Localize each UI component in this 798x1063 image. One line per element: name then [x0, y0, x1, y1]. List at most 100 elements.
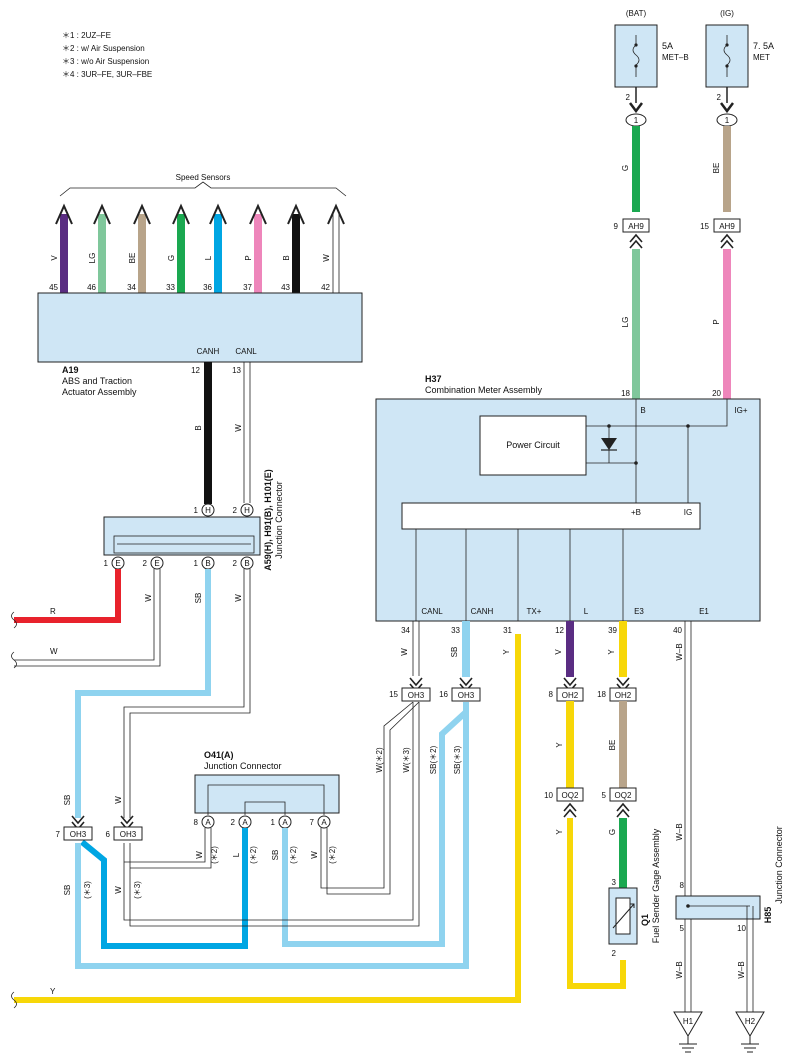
wire-p-ig — [723, 249, 731, 399]
h85-pin-bl: 5 — [680, 924, 685, 933]
fuse-ig-source: (IG) — [720, 9, 734, 18]
oh3-mid-15: 15 OH3 — [389, 677, 431, 702]
a59-top-pin-2: 2 — [233, 506, 238, 515]
h85-box — [675, 895, 761, 920]
q1-variable-icon — [612, 903, 635, 929]
ground-h1-label: H1 — [683, 1017, 694, 1026]
a59-inner — [113, 535, 255, 554]
a59-term-3: B — [205, 559, 210, 568]
o41-term-3: A — [282, 818, 288, 827]
ah9-right-box — [713, 218, 741, 233]
fuse-bat-wire: G — [621, 165, 630, 171]
h37-terminal-pin-2: 31 — [503, 626, 512, 635]
a59-term-1: E — [115, 559, 120, 568]
oq2-5-below-code: G — [608, 829, 617, 835]
a19-name-1: ABS and Traction — [62, 376, 132, 386]
h37-terminal-label-4: E3 — [634, 607, 644, 616]
wire-yellow-tx — [14, 634, 521, 1003]
h37-pin-ig: 20 — [712, 389, 721, 398]
oh3-left-6-pin: 6 — [106, 830, 111, 839]
sensor-arrow-icon-4 — [209, 203, 227, 225]
wire-w-left-b — [14, 569, 161, 667]
fuse-bat-rating: 5A — [662, 41, 673, 51]
oh3-left-6-name: OH3 — [120, 830, 137, 839]
h85-top-wire-code: W–B — [675, 823, 684, 840]
fuse-bat-pin: 2 — [626, 93, 631, 102]
sensor-wire-1 — [98, 214, 106, 293]
o41-term-1: A — [205, 818, 211, 827]
a19-id: A19 — [62, 365, 79, 375]
sensor-arrow-icon-2 — [133, 203, 151, 225]
wire-g-bat — [632, 126, 640, 212]
h37-terminal-wire-2: Y — [502, 649, 511, 655]
fuse-ig-wire: BE — [712, 163, 721, 174]
left-label-w: W — [50, 647, 58, 656]
o41-wire-1: W — [195, 851, 204, 859]
o41-name: Junction Connector — [204, 761, 282, 771]
o41-note-3: (＊2) — [289, 846, 298, 864]
sensor-pin-2: 34 — [127, 283, 136, 292]
h37-terminal-label-3: L — [584, 607, 589, 616]
ah9-left-wire: LG — [621, 317, 630, 328]
wire-sb-canh — [462, 621, 470, 677]
wire-sb-oh3-left — [75, 702, 469, 969]
h37-terminal-pin-1: 33 — [451, 626, 460, 635]
h85-bl-wire-code: W–B — [675, 961, 684, 978]
wire-y-q1-return — [567, 818, 626, 989]
notes-block: ＊1 : 2UZ–FE ＊2 : w/ Air Suspension ＊3 : … — [62, 31, 152, 79]
note-4: ＊4 : 3UR–FE, 3UR–FBE — [62, 70, 152, 79]
a59-pin-b2 — [240, 556, 254, 570]
ah9-right-wire: P — [712, 319, 721, 324]
fuse-bat: (BAT) 5A MET–B 2 1 — [614, 9, 689, 127]
note-2: ＊2 : w/ Air Suspension — [62, 44, 145, 53]
note-3: ＊3 : w/o Air Suspension — [62, 57, 149, 66]
oq2-5-name: OQ2 — [615, 791, 632, 800]
oq2-10-pin: 10 — [544, 791, 553, 800]
sensor-arrow-icon-3 — [172, 203, 190, 225]
ground-h2-icon — [735, 1011, 765, 1037]
a19-wire-canh-code: B — [194, 425, 203, 430]
mid-label-w2: W(＊2) — [375, 747, 384, 773]
oh3-left-7-pin: 7 — [56, 830, 61, 839]
oh2-8: 8 OH2 — [549, 677, 584, 702]
sensor-wire-code-2: BE — [128, 253, 137, 264]
a59-pin-e2 — [150, 556, 164, 570]
oq2-10-below-code: Y — [555, 829, 564, 835]
wire-w-a59-a — [123, 569, 245, 818]
h37-e1-wire-code: W–B — [675, 643, 684, 660]
wire-be-oq2-5 — [619, 701, 627, 788]
sensor-arrow-icon-7 — [327, 203, 345, 225]
a19-box — [37, 292, 363, 363]
fuse-bat-conn-pin: 1 — [634, 116, 639, 125]
wire-a19-canh — [204, 362, 212, 504]
oq2-10-above-code: Y — [555, 742, 564, 748]
oq2-5-above-code: BE — [608, 740, 617, 751]
o41-wire-3: SB — [271, 850, 280, 861]
h37-terminal-pin-3: 12 — [555, 626, 564, 635]
q1-name: Fuel Sender Gage Assembly — [651, 828, 661, 943]
oq2-5: 5 OQ2 — [602, 787, 637, 818]
a59-pin-num-1: 1 — [104, 559, 109, 568]
oh3-left-6: W 6 OH3 W (＊3) — [106, 796, 143, 899]
h37-terminal-label-5: E1 — [699, 607, 709, 616]
ground-h1-icon — [673, 1011, 703, 1037]
wire-sb-a59 — [75, 569, 211, 818]
h37-terminal-pin-0: 34 — [401, 626, 410, 635]
wire-w-a59-b — [129, 569, 251, 818]
h37-terminal-wire-3: V — [554, 649, 563, 655]
h37-name: Combination Meter Assembly — [425, 385, 543, 395]
speed-sensors-title: Speed Sensors — [176, 173, 231, 182]
sensor-pin-5: 37 — [243, 283, 252, 292]
fuse-bat-source: (BAT) — [626, 9, 647, 18]
h37-inner-ig: IG — [684, 508, 692, 517]
ground-h2: H2 — [735, 1011, 765, 1053]
a59-pin-num-4: 2 — [233, 559, 238, 568]
sensor-wire-3 — [177, 214, 185, 293]
sensor-arrow-icon-6 — [287, 203, 305, 225]
a19-wire-canl-code: W — [234, 424, 243, 432]
sensor-wire-4 — [214, 214, 222, 293]
oh3-left-6-wire: W — [114, 796, 123, 804]
wire-red — [14, 569, 121, 623]
oh3-mid-16: 16 OH3 — [439, 677, 481, 702]
sensor-pin-0: 45 — [49, 283, 58, 292]
